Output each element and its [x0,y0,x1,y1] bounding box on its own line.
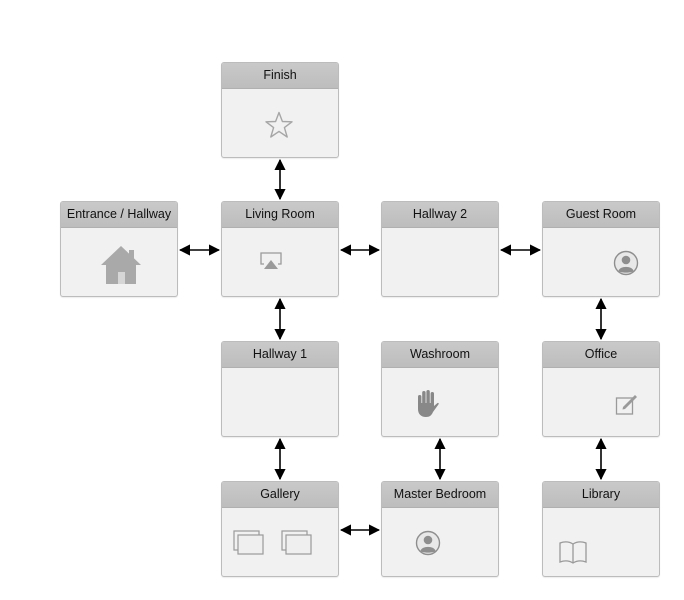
room-title: Finish [222,63,338,89]
room-title: Library [543,482,659,508]
user-icon [415,530,441,556]
room-title: Office [543,342,659,368]
room-hallway-1[interactable]: Hallway 1 [221,341,339,437]
room-guest-room[interactable]: Guest Room [542,201,660,297]
house-icon [101,246,141,284]
room-title: Entrance / Hallway [61,202,177,228]
room-title: Guest Room [543,202,659,228]
room-finish[interactable]: Finish [221,62,339,158]
room-title: Washroom [382,342,498,368]
room-library[interactable]: Library [542,481,660,577]
room-title: Hallway 1 [222,342,338,368]
room-gallery[interactable]: Gallery [221,481,339,577]
room-title: Living Room [222,202,338,228]
airplay-icon [260,252,282,269]
star-icon [265,111,293,138]
user-icon [613,250,639,276]
book-icon [559,541,587,564]
room-title: Gallery [222,482,338,508]
room-living-room[interactable]: Living Room [221,201,339,297]
room-entrance-hallway[interactable]: Entrance / Hallway [60,201,178,297]
room-master-bedroom[interactable]: Master Bedroom [381,481,499,577]
gallery-icon [281,530,312,555]
gallery-icon [233,530,264,555]
room-hallway-2[interactable]: Hallway 2 [381,201,499,297]
room-title: Master Bedroom [382,482,498,508]
hand-icon [418,390,439,417]
room-title: Hallway 2 [382,202,498,228]
edit-icon [615,395,637,415]
room-office[interactable]: Office [542,341,660,437]
room-washroom[interactable]: Washroom [381,341,499,437]
